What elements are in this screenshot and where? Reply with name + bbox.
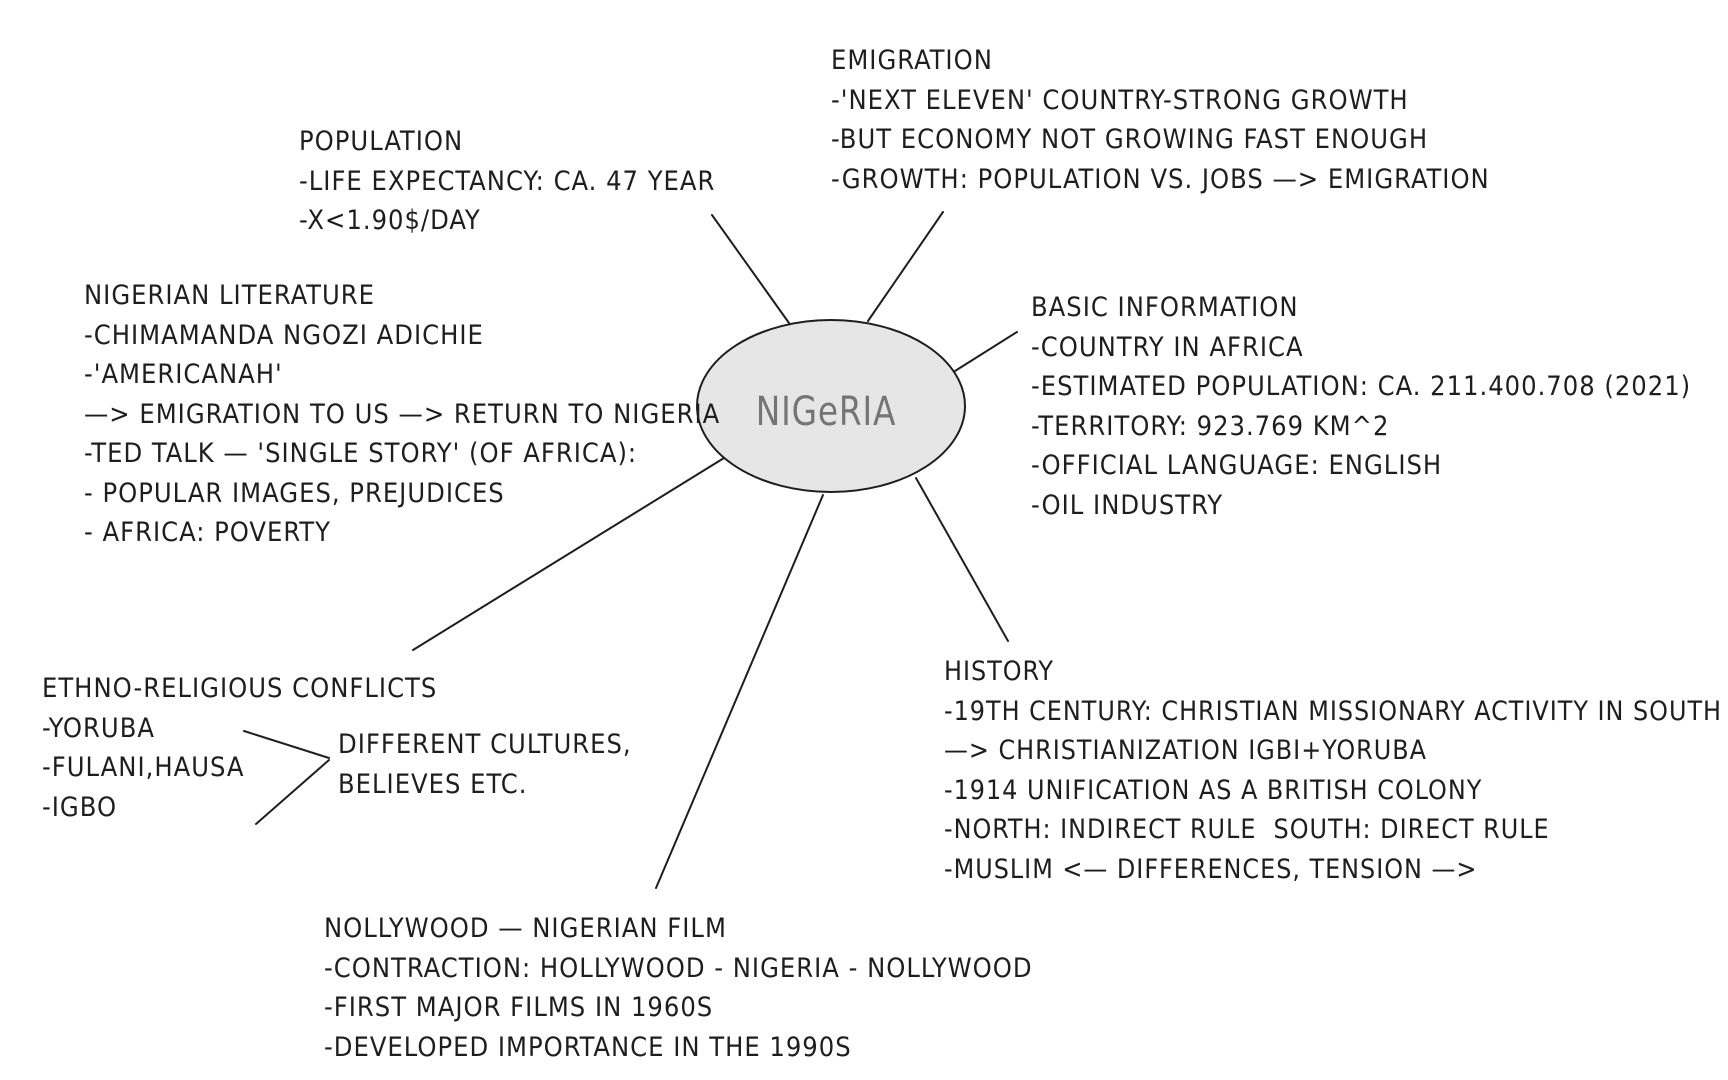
ethno-religious-line: -YORUBA [42,712,155,744]
ethno-religious-note: DIFFERENT CULTURES, BELIEVES ETC. [338,725,632,804]
history-line: -NORTH: INDIRECT RULE SOUTH: DIRECT RULE [944,814,1550,845]
connector-emigration [867,211,944,322]
literature-block: NIGERIAN LITERATURE -CHIMAMANDA NGOZI AD… [84,276,720,553]
basic-information-line: -OIL INDUSTRY [1031,489,1224,521]
history-line: -1914 UNIFICATION AS A BRITISH COLONY [944,774,1483,806]
connector-basic-information [954,331,1018,372]
center-node [696,319,966,493]
history-title: HISTORY [944,656,1055,687]
literature-line: -TED TALK — 'SINGLE STORY' (OF AFRICA): [84,438,638,469]
connector-nollywood [655,494,824,889]
history-line: -MUSLIM <— DIFFERENCES, TENSION —> [944,853,1478,885]
literature-line: - AFRICA: POVERTY [84,517,331,548]
ethno-religious-block: ETHNO-RELIGIOUS CONFLICTS -YORUBA -FULAN… [42,669,437,827]
history-line: -19TH CENTURY: CHRISTIAN MISSIONARY ACTI… [944,695,1722,727]
center-node-label: NIGeRIA [755,389,897,435]
population-title: POPULATION [299,126,464,157]
bracket-upper [243,730,330,759]
connector-literature [412,457,725,651]
ethno-note-line: DIFFERENT CULTURES, [338,729,632,760]
emigration-line: -'NEXT ELEVEN' COUNTRY-STRONG GROWTH [831,84,1409,116]
ethno-religious-line: -IGBO [42,791,118,823]
nollywood-title: NOLLYWOOD — NIGERIAN FILM [324,913,727,944]
nollywood-line: -DEVELOPED IMPORTANCE IN THE 1990S [324,1031,852,1063]
nollywood-line: -CONTRACTION: HOLLYWOOD - NIGERIA - NOLL… [324,952,1033,984]
literature-line: -CHIMAMANDA NGOZI ADICHIE [84,319,484,351]
literature-title: NIGERIAN LITERATURE [84,280,376,311]
nollywood-block: NOLLYWOOD — NIGERIAN FILM -CONTRACTION: … [324,909,1033,1067]
ethno-religious-title: ETHNO-RELIGIOUS CONFLICTS [42,673,438,704]
literature-line: -'AMERICANAH' [84,359,283,390]
literature-line: - POPULAR IMAGES, PREJUDICES [84,477,505,509]
basic-information-title: BASIC INFORMATION [1031,292,1299,323]
history-block: HISTORY -19TH CENTURY: CHRISTIAN MISSION… [944,652,1722,889]
emigration-block: EMIGRATION -'NEXT ELEVEN' COUNTRY-STRONG… [831,41,1490,199]
nollywood-line: -FIRST MAJOR FILMS IN 1960S [324,992,714,1023]
history-line: —> CHRISTIANIZATION IGBI+YORUBA [944,735,1427,766]
emigration-title: EMIGRATION [831,45,993,76]
literature-line: —> EMIGRATION TO US —> RETURN TO NIGERIA [84,398,721,430]
population-block: POPULATION -LIFE EXPECTANCY: CA. 47 YEAR… [299,122,715,241]
basic-information-block: BASIC INFORMATION -COUNTRY IN AFRICA -ES… [1031,288,1691,525]
emigration-line: -BUT ECONOMY NOT GROWING FAST ENOUGH [831,124,1429,155]
population-line: -LIFE EXPECTANCY: CA. 47 YEAR [299,165,716,197]
connector-history [915,477,1009,642]
basic-information-line: -TERRITORY: 923.769 KM^2 [1031,410,1390,442]
ethno-religious-line: -FULANI,HAUSA [42,752,245,783]
emigration-line: -GROWTH: POPULATION VS. JOBS —> EMIGRATI… [831,163,1490,195]
bracket-lower [255,759,330,825]
ethno-note-line: BELIEVES ETC. [338,768,528,800]
basic-information-line: -ESTIMATED POPULATION: CA. 211.400.708 (… [1031,371,1692,402]
population-line: -X<1.90$/DAY [299,205,481,236]
basic-information-line: -COUNTRY IN AFRICA [1031,331,1304,363]
basic-information-line: -OFFICIAL LANGUAGE: ENGLISH [1031,450,1443,481]
connector-population [711,214,790,324]
